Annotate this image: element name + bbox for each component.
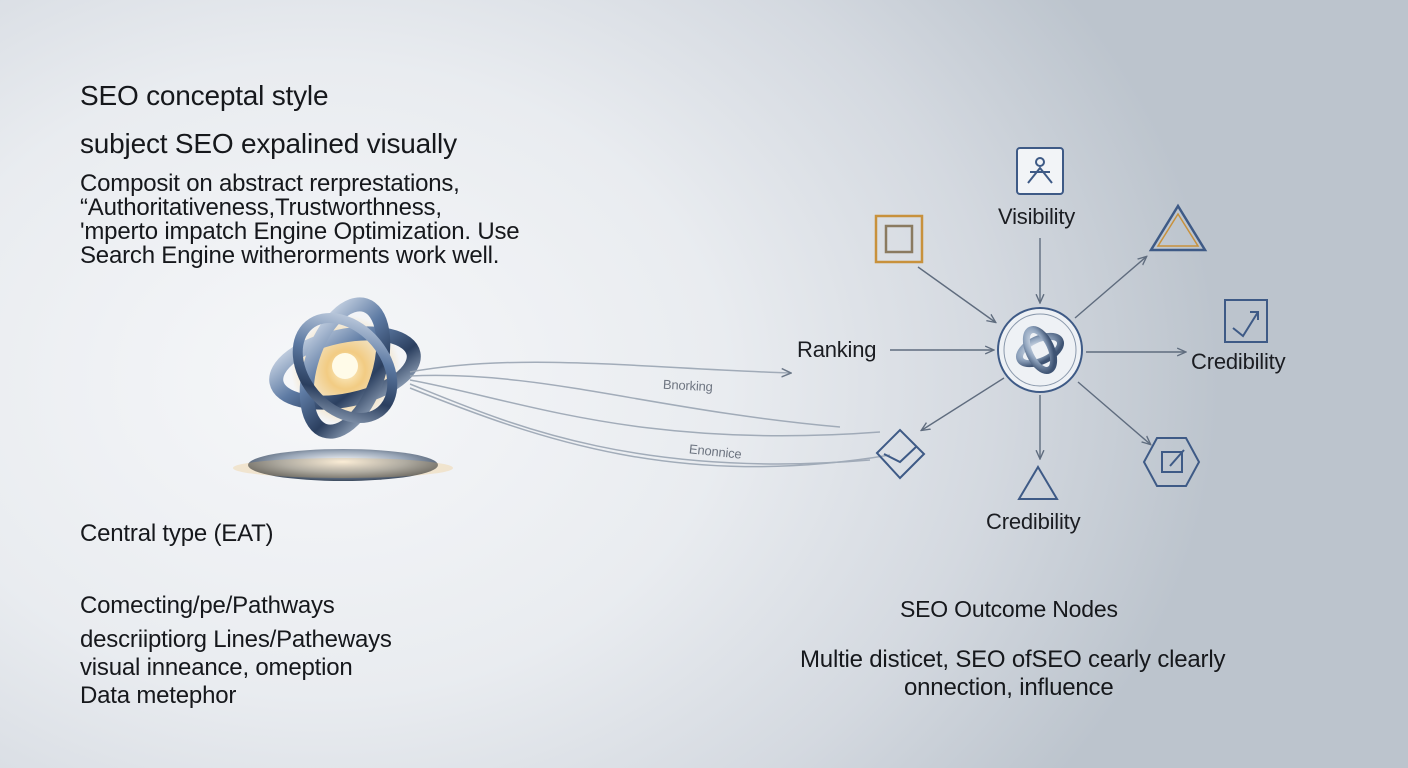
- triangle-icon: [1017, 465, 1059, 500]
- check-square-icon: [1224, 299, 1268, 343]
- person-square-icon: [1016, 147, 1064, 195]
- diamond-icon: [875, 428, 926, 480]
- node-label-credibility-bottom: Credibility: [986, 509, 1081, 534]
- pathways: [409, 361, 891, 468]
- node-label-ranking: Ranking: [797, 337, 877, 362]
- pathways-line: Data metephor: [80, 682, 237, 709]
- square-in-square-icon: [874, 214, 924, 264]
- page-title: SEO conceptal style: [80, 80, 329, 111]
- description-line: 'mperto impatch Engine Optimization. Use: [80, 218, 520, 245]
- outcome-line: Multie disticet, SEO ofSEO cearly clearl…: [800, 646, 1226, 673]
- description-line: “Authoritativeness,Trustworthness,: [80, 194, 442, 221]
- central-concept-label: Central type (EAT): [80, 520, 274, 547]
- node-label-visibility: Visibility: [998, 204, 1076, 229]
- central-knot-object: [233, 297, 453, 481]
- hub-node: [997, 307, 1083, 393]
- knot-icon: [1016, 326, 1064, 374]
- description-line: Composit on abstract rerprestations,: [80, 170, 460, 197]
- hexagon-edit-icon: [1142, 437, 1201, 487]
- pedestal-disk: [248, 449, 438, 481]
- node-connectors: [890, 238, 1185, 458]
- outcome-line: onnection, influence: [904, 674, 1114, 701]
- outcome-heading: SEO Outcome Nodes: [900, 596, 1118, 622]
- pathways-heading: Comecting/pe/Pathways: [80, 592, 335, 619]
- triangle-icon: [1148, 203, 1208, 252]
- pathways-line: visual inneance, omeption: [80, 654, 353, 681]
- node-label-credibility-right: Credibility: [1191, 349, 1286, 374]
- description-line: Search Engine witherorments work well.: [80, 242, 500, 269]
- page-subtitle: subject SEO expalined visually: [80, 128, 457, 159]
- pathways-line: descriiptiorg Lines/Patheways: [80, 626, 392, 653]
